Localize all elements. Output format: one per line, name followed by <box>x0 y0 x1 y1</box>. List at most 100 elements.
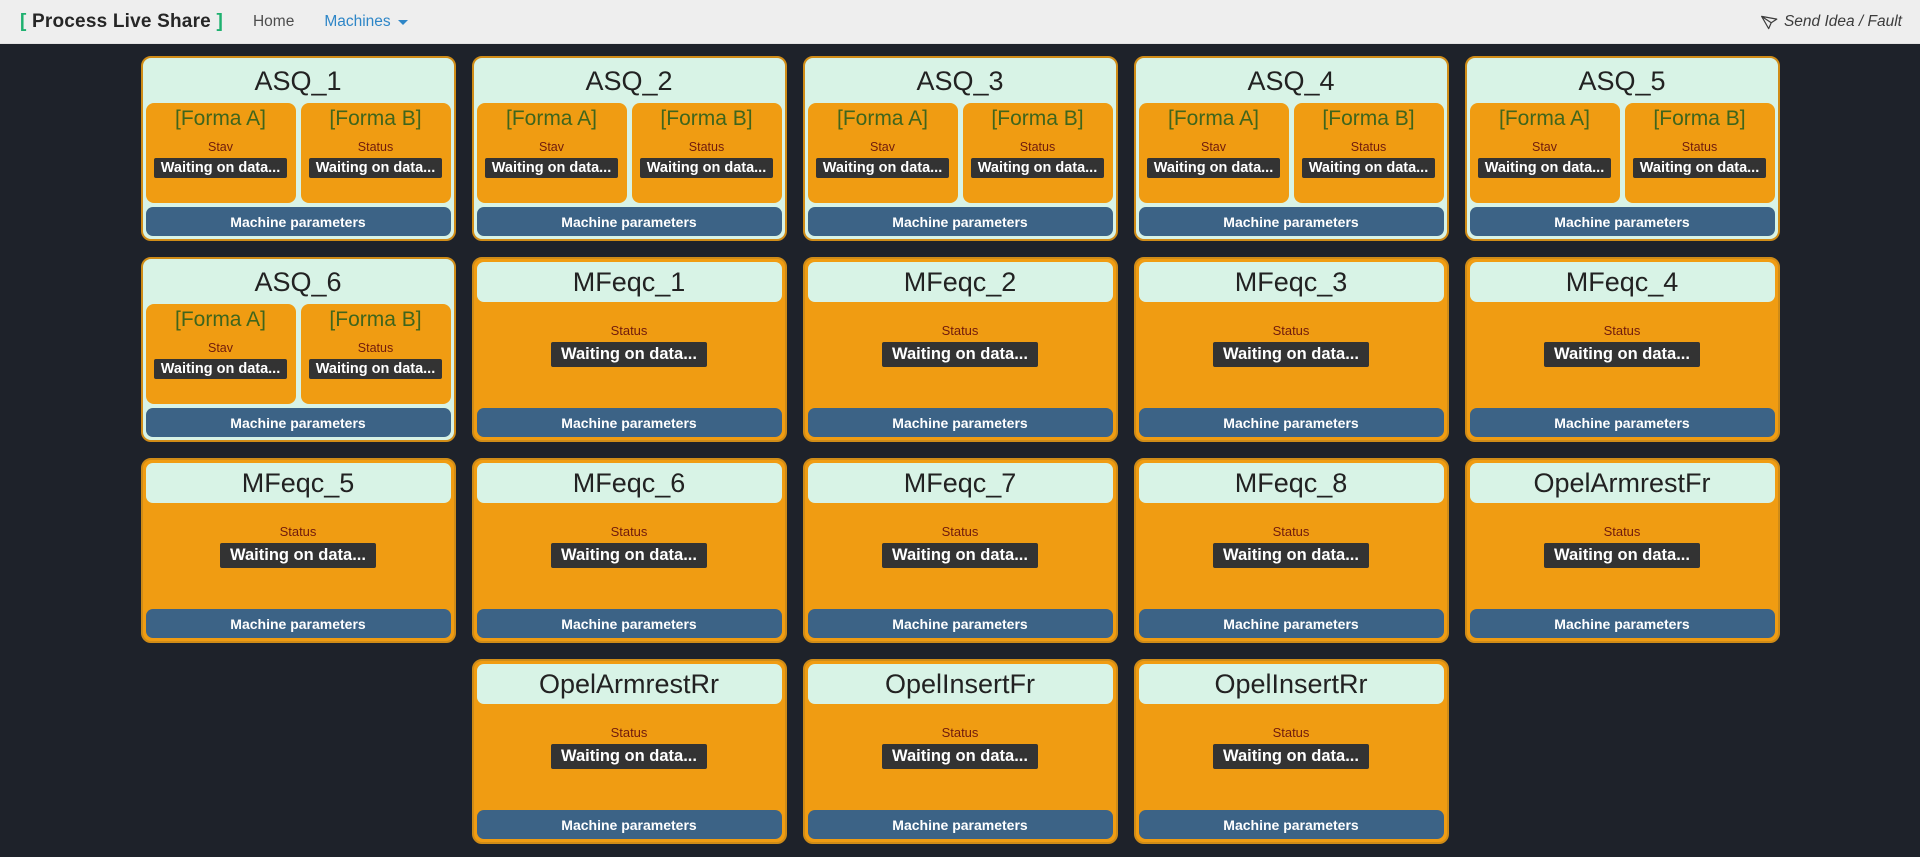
card-title: ASQ_2 <box>476 61 782 101</box>
chevron-down-icon <box>397 20 408 25</box>
status-badge: Waiting on data... <box>551 342 707 367</box>
status-label: Status <box>1603 323 1641 338</box>
card-title: OpelArmrestFr <box>1469 463 1775 503</box>
status-badge: Waiting on data... <box>882 543 1038 568</box>
card-title: MFeqc_8 <box>1138 463 1444 503</box>
machine-card: MFeqc_4 Status Waiting on data... Machin… <box>1464 257 1780 442</box>
status-label: Status <box>610 524 648 539</box>
form-panel: [Forma A] Stav Waiting on data... <box>145 103 296 203</box>
status-label: Status <box>610 323 648 338</box>
machine-parameters-button[interactable]: Machine parameters <box>145 207 451 236</box>
card-body: Status Waiting on data... <box>1470 503 1775 605</box>
status-badge: Waiting on data... <box>1544 543 1700 568</box>
form-name-label: [Forma A] <box>174 308 267 331</box>
form-name-label: [Forma B] <box>329 308 422 331</box>
machine-card: MFeqc_8 Status Waiting on data... Machin… <box>1133 458 1449 643</box>
machine-card: ASQ_3 [Forma A] Stav Waiting on data... … <box>802 56 1118 241</box>
card-body: [Forma A] Stav Waiting on data... [Forma… <box>1138 103 1444 203</box>
card-title: ASQ_4 <box>1138 61 1444 101</box>
machine-card: OpelArmrestRr Status Waiting on data... … <box>471 659 787 844</box>
status-label: Status <box>357 140 394 154</box>
status-label: Stav <box>1200 140 1226 154</box>
status-badge: Waiting on data... <box>882 342 1038 367</box>
form-name-label: [Forma B] <box>660 107 753 130</box>
form-panel: [Forma B] Status Waiting on data... <box>300 103 451 203</box>
form-name-label: [Forma B] <box>1653 107 1746 130</box>
status-label: Status <box>279 524 317 539</box>
machine-parameters-button[interactable]: Machine parameters <box>807 207 1113 236</box>
status-badge: Waiting on data... <box>1477 158 1612 178</box>
brand-link[interactable]: [ Process Live Share ] <box>20 11 223 33</box>
status-badge: Waiting on data... <box>153 359 288 379</box>
machine-parameters-button[interactable]: Machine parameters <box>807 609 1113 638</box>
machine-parameters-button[interactable]: Machine parameters <box>476 408 782 437</box>
status-badge: Waiting on data... <box>220 543 376 568</box>
card-body: [Forma A] Stav Waiting on data... [Forma… <box>1469 103 1775 203</box>
card-title: OpelInsertFr <box>807 664 1113 704</box>
status-label: Stav <box>1531 140 1557 154</box>
status-label: Status <box>1272 323 1310 338</box>
card-body: Status Waiting on data... <box>808 302 1113 404</box>
machine-parameters-button[interactable]: Machine parameters <box>1138 207 1444 236</box>
machine-card: OpelArmrestFr Status Waiting on data... … <box>1464 458 1780 643</box>
card-title: ASQ_3 <box>807 61 1113 101</box>
card-body: [Forma A] Stav Waiting on data... [Forma… <box>476 103 782 203</box>
nav-link-machines[interactable]: Machines <box>324 13 408 31</box>
machine-parameters-button[interactable]: Machine parameters <box>1469 207 1775 236</box>
card-body: [Forma A] Stav Waiting on data... [Forma… <box>145 304 451 404</box>
status-badge: Waiting on data... <box>551 543 707 568</box>
card-title: ASQ_1 <box>145 61 451 101</box>
status-label: Status <box>357 341 394 355</box>
card-body: [Forma A] Stav Waiting on data... [Forma… <box>145 103 451 203</box>
machine-parameters-button[interactable]: Machine parameters <box>145 408 451 437</box>
machine-parameters-button[interactable]: Machine parameters <box>476 609 782 638</box>
machine-parameters-button[interactable]: Machine parameters <box>1138 408 1444 437</box>
machine-parameters-button[interactable]: Machine parameters <box>1138 609 1444 638</box>
card-title: MFeqc_2 <box>807 262 1113 302</box>
machine-parameters-button[interactable]: Machine parameters <box>807 810 1113 839</box>
status-label: Stav <box>207 140 233 154</box>
machine-card: OpelInsertRr Status Waiting on data... M… <box>1133 659 1449 844</box>
machine-parameters-button[interactable]: Machine parameters <box>1469 609 1775 638</box>
send-idea-fault-link[interactable]: Send Idea / Fault <box>1760 12 1902 31</box>
status-label: Stav <box>538 140 564 154</box>
form-panel: [Forma A] Stav Waiting on data... <box>476 103 627 203</box>
card-body: Status Waiting on data... <box>1139 704 1444 806</box>
card-body: Status Waiting on data... <box>477 302 782 404</box>
machine-parameters-button[interactable]: Machine parameters <box>476 810 782 839</box>
card-title: ASQ_6 <box>145 262 451 302</box>
form-name-label: [Forma A] <box>1498 107 1591 130</box>
send-idea-fault-label: Send Idea / Fault <box>1783 12 1902 30</box>
machine-parameters-button[interactable]: Machine parameters <box>1138 810 1444 839</box>
status-label: Status <box>1603 524 1641 539</box>
status-label: Status <box>941 725 979 740</box>
brand-open-bracket: [ <box>20 10 27 32</box>
status-badge: Waiting on data... <box>1146 158 1281 178</box>
card-title: MFeqc_3 <box>1138 262 1444 302</box>
machine-card: OpelInsertFr Status Waiting on data... M… <box>802 659 1118 844</box>
machine-grid: ASQ_1 [Forma A] Stav Waiting on data... … <box>120 44 1800 844</box>
card-title: MFeqc_1 <box>476 262 782 302</box>
status-label: Status <box>1272 524 1310 539</box>
machine-card: MFeqc_7 Status Waiting on data... Machin… <box>802 458 1118 643</box>
status-badge: Waiting on data... <box>970 158 1105 178</box>
status-label: Stav <box>207 341 233 355</box>
machine-parameters-button[interactable]: Machine parameters <box>1469 408 1775 437</box>
status-label: Status <box>1019 140 1056 154</box>
machine-card: ASQ_6 [Forma A] Stav Waiting on data... … <box>140 257 456 442</box>
card-body: Status Waiting on data... <box>808 704 1113 806</box>
machine-card: ASQ_4 [Forma A] Stav Waiting on data... … <box>1133 56 1449 241</box>
machine-parameters-button[interactable]: Machine parameters <box>476 207 782 236</box>
status-badge: Waiting on data... <box>1213 342 1369 367</box>
card-body: Status Waiting on data... <box>477 503 782 605</box>
form-name-label: [Forma A] <box>1167 107 1260 130</box>
status-badge: Waiting on data... <box>551 744 707 769</box>
card-body: [Forma A] Stav Waiting on data... [Forma… <box>807 103 1113 203</box>
machine-parameters-button[interactable]: Machine parameters <box>807 408 1113 437</box>
status-label: Status <box>941 323 979 338</box>
nav-link-home[interactable]: Home <box>252 12 295 30</box>
card-title: ASQ_5 <box>1469 61 1775 101</box>
form-name-label: [Forma B] <box>1322 107 1415 130</box>
machine-parameters-button[interactable]: Machine parameters <box>145 609 451 638</box>
form-panel: [Forma B] Status Waiting on data... <box>631 103 782 203</box>
